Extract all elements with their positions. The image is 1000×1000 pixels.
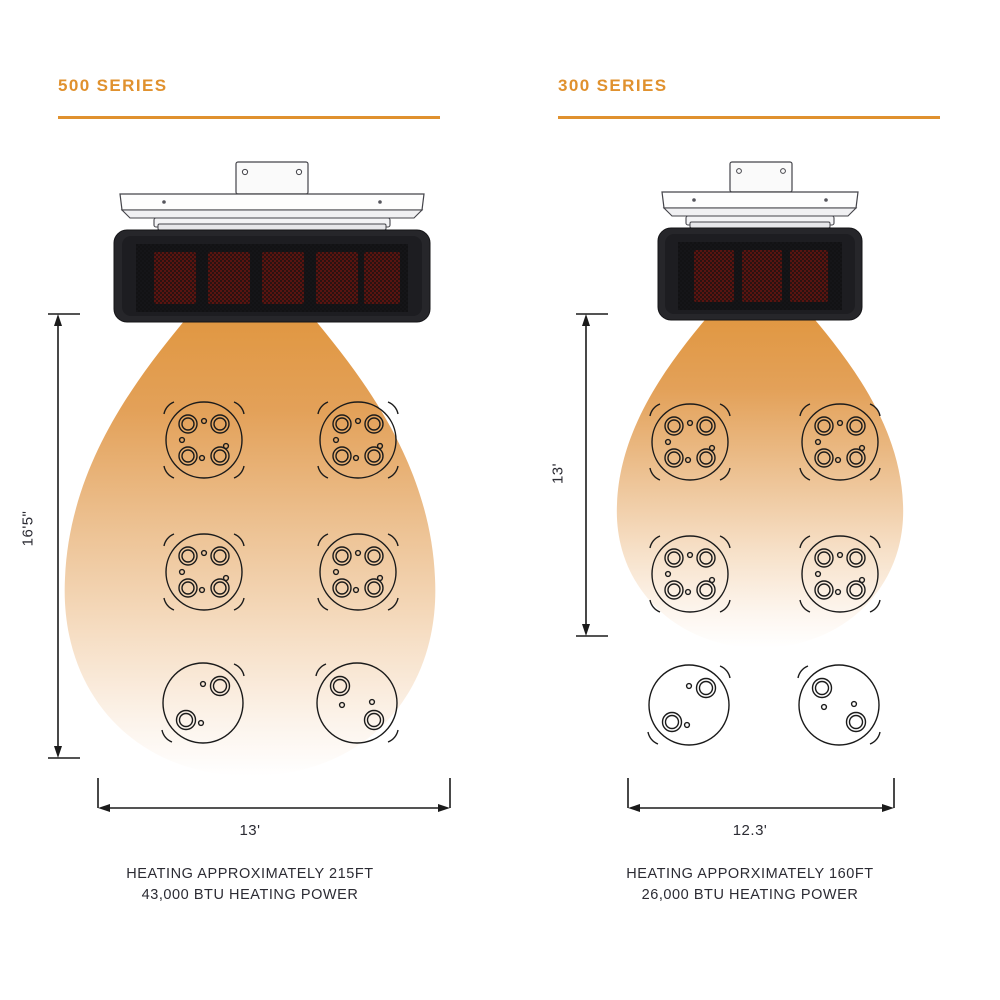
table-row-2-col-1 (152, 520, 256, 624)
panel-heading-rule-500 (58, 116, 440, 119)
width-dimension-500 (96, 778, 452, 814)
table-row-3-col-1 (148, 648, 258, 758)
caption-500: HEATING APPROXIMATELY 215FT 43,000 BTU H… (0, 864, 500, 906)
table-row-3-col-2 (784, 650, 894, 760)
table-row-2-col-2 (306, 520, 410, 624)
table-row-3-col-1 (634, 650, 744, 760)
height-dimension-label-300: 13' (549, 462, 567, 485)
table-row-1-col-1 (638, 390, 742, 494)
panel-300-series: 300 SERIES (500, 0, 1000, 1000)
caption-500-line-1: HEATING APPROXIMATELY 215FT (126, 866, 374, 882)
table-row-3-col-2 (302, 648, 412, 758)
caption-300: HEATING APPORXIMATELY 160FT 26,000 BTU H… (500, 864, 1000, 906)
table-row-1-col-1 (152, 388, 256, 492)
height-dimension-300 (572, 312, 612, 638)
table-row-2-col-1 (638, 522, 742, 626)
height-dimension-500 (44, 312, 84, 760)
heater-unit-500 (112, 160, 432, 328)
width-dimension-label-500: 13' (239, 822, 261, 839)
caption-300-line-1: HEATING APPORXIMATELY 160FT (626, 866, 874, 882)
panel-500-series: 500 SERIES (0, 76, 500, 906)
panel-heading-500: 500 SERIES (58, 76, 168, 95)
width-dimension-label-300: 12.3' (732, 822, 768, 839)
panel-heading-300: 300 SERIES (558, 76, 668, 95)
caption-300-line-2: 26,000 BTU HEATING POWER (641, 887, 859, 903)
table-row-1-col-2 (788, 390, 892, 494)
table-row-2-col-2 (788, 522, 892, 626)
table-row-1-col-2 (306, 388, 410, 492)
heat-plume-500 (55, 308, 445, 788)
height-dimension-label-500: 16'5" (19, 510, 37, 547)
panel-heading-rule-300 (558, 116, 940, 119)
caption-500-line-2: 43,000 BTU HEATING POWER (141, 887, 359, 903)
width-dimension-300 (626, 778, 896, 814)
heater-unit-300 (656, 160, 864, 328)
